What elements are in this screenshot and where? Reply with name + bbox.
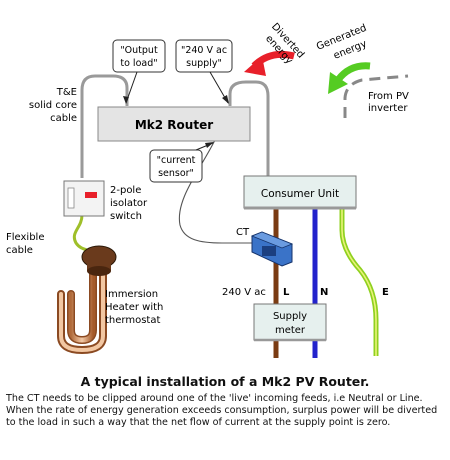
pv-dashed-cable	[343, 74, 409, 118]
pv-inverter-line2: inverter	[368, 103, 408, 114]
grey-cables	[80, 74, 270, 178]
heater-line3: thermostat	[105, 315, 160, 326]
neutral-label: N	[320, 287, 328, 298]
callout-output-to-load: "Output to load"	[112, 39, 166, 104]
callout-240v-supply: "240 V ac supply"	[175, 39, 233, 104]
supply-meter-label-1: Supply	[273, 311, 307, 322]
supply-meter: Supply meter	[253, 303, 327, 342]
isolator-switch	[63, 180, 105, 217]
diagram-canvas: Mk2 Router Consumer Unit Supply meter "O…	[6, 21, 409, 358]
live-label: L	[283, 287, 290, 298]
ct-clamp	[250, 231, 294, 267]
mk2-router-box: Mk2 Router	[97, 106, 251, 142]
isolator-line2: isolator	[110, 198, 148, 209]
v240ac-label: 240 V ac	[222, 287, 266, 298]
earth-wire	[339, 200, 379, 356]
consumer-unit: Consumer Unit	[243, 175, 357, 210]
earth-label: E	[382, 287, 389, 298]
heater-line2: Heater with	[105, 302, 163, 313]
heater-line1: Immersion	[105, 289, 158, 300]
pv-inverter-line1: From PV	[368, 91, 409, 102]
callout-sensor-line1: "current	[157, 155, 196, 166]
mk2-router-label: Mk2 Router	[135, 118, 213, 132]
generated-energy-arrow	[328, 62, 371, 94]
isolator-line3: switch	[110, 211, 142, 222]
te-cable-line1: T&E	[56, 87, 77, 98]
caption-body: The CT needs to be clipped around one of…	[6, 393, 438, 429]
isolator-line1: 2-pole	[110, 185, 141, 196]
callout-output-line1: "Output	[120, 45, 158, 56]
flexible-cable-line2: cable	[6, 245, 33, 256]
callout-output-line2: to load"	[120, 58, 157, 69]
callout-current-sensor: "current sensor"	[149, 142, 214, 183]
immersion-heater-element	[57, 245, 117, 355]
te-cable-line3: cable	[50, 113, 77, 124]
flexible-cable-line1: Flexible	[6, 232, 44, 243]
consumer-unit-label: Consumer Unit	[261, 188, 339, 200]
callout-240v-line1: "240 V ac	[181, 45, 227, 56]
ct-label: CT	[236, 227, 250, 238]
te-cable-line2: solid core	[29, 100, 77, 111]
diverted-energy-arrow	[244, 50, 295, 76]
supply-meter-label-2: meter	[275, 325, 306, 336]
callout-sensor-line2: sensor"	[158, 168, 194, 179]
caption-title: A typical installation of a Mk2 PV Route…	[80, 374, 370, 389]
callout-240v-line2: supply"	[186, 58, 222, 69]
